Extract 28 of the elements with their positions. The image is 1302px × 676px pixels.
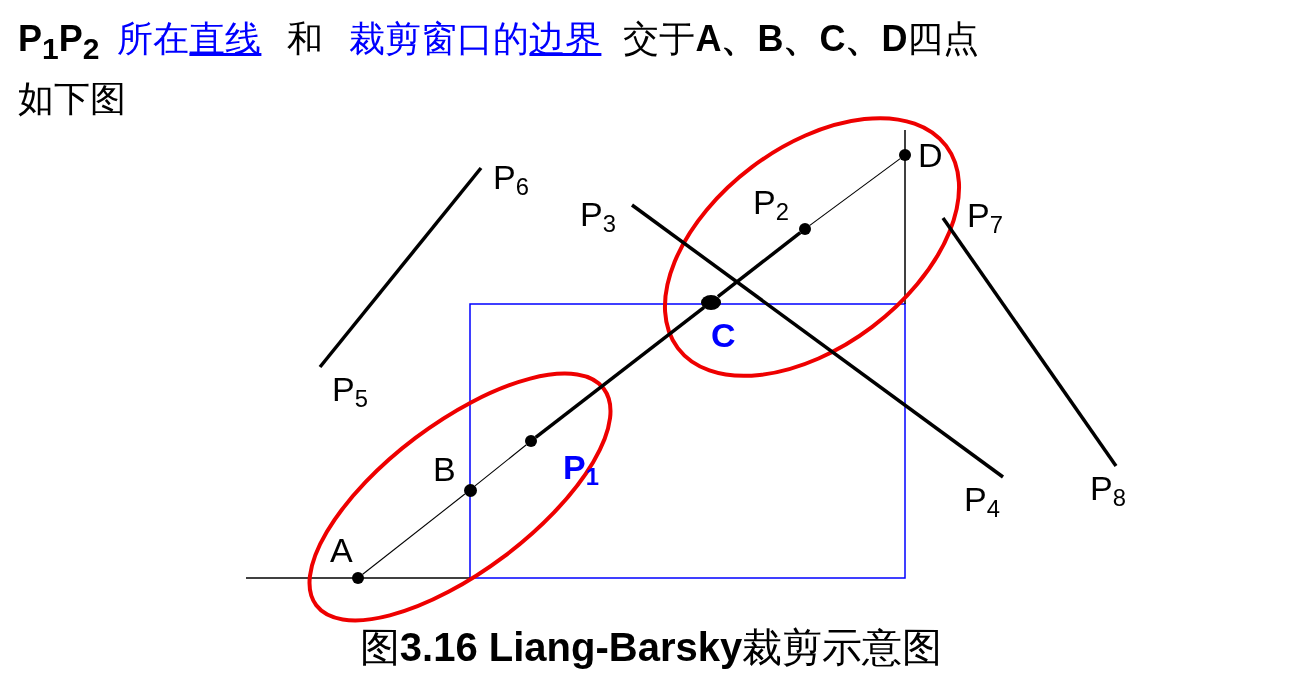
figure-caption: 图3.16 Liang-Barsky裁剪示意图	[359, 624, 943, 671]
extension-line	[362, 493, 466, 575]
point-dot	[701, 294, 721, 310]
endpoint-label: P$_{7}$	[967, 198, 1003, 232]
endpoint-label: P$_{5}$	[332, 372, 368, 406]
extension-line	[809, 158, 901, 226]
point-dot	[352, 572, 364, 584]
point-label: B	[433, 452, 456, 486]
endpoint-label: P$_{8}$	[1090, 471, 1126, 505]
line-segment	[318, 166, 483, 369]
extension-line	[474, 444, 527, 487]
endpoint-label: P$_{4}$	[964, 482, 1000, 516]
point-label: P$_{1}$	[563, 450, 599, 484]
point-label: P$_{2}$	[753, 185, 789, 219]
line-segment	[630, 203, 1005, 479]
point-label: D	[918, 138, 943, 172]
line-segment	[941, 217, 1118, 467]
point-dot	[463, 483, 477, 497]
endpoint-label: P$_{6}$	[493, 160, 529, 194]
point-dot	[799, 223, 811, 235]
endpoint-label: P$_{3}$	[580, 197, 616, 231]
line-segment	[716, 231, 802, 298]
line-segment	[534, 306, 706, 439]
point-dot	[525, 435, 537, 447]
point-dot	[899, 149, 911, 161]
point-label: A	[330, 533, 353, 567]
point-label: C	[711, 318, 736, 352]
intro-text: P$_{1}$P$_{2}$ 所在直线 和 裁剪窗口的边界 交于A、B、C、D四点 如下图	[18, 17, 981, 122]
